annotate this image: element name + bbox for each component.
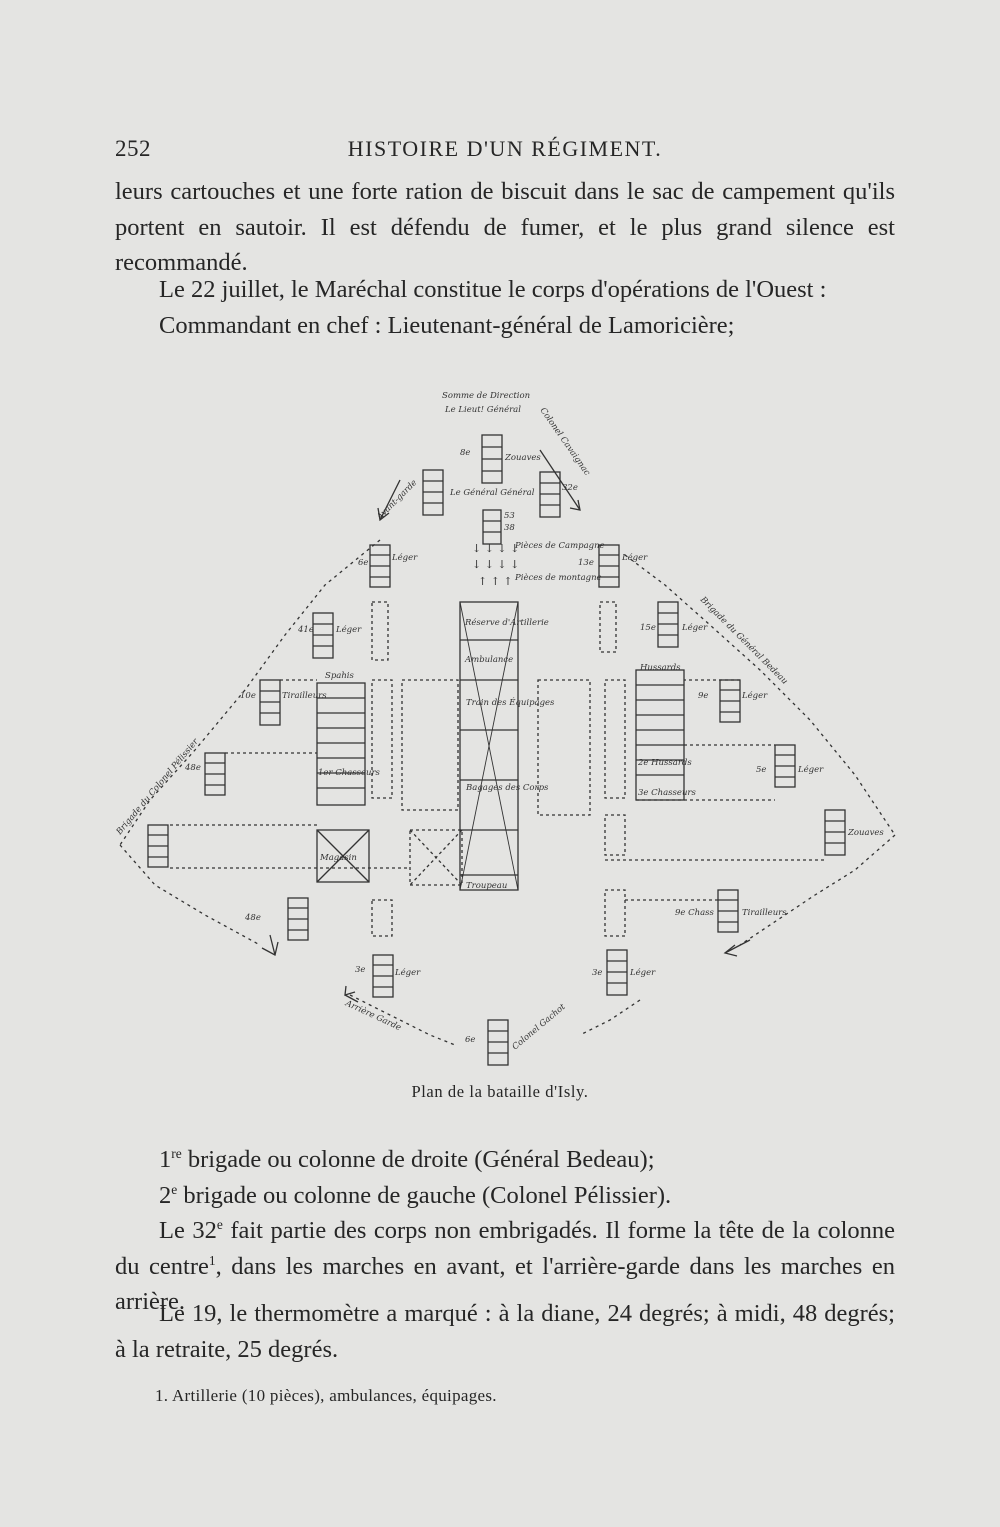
label-pieces: Pièces de Campagne <box>514 540 605 551</box>
label-15e: 15e <box>640 623 656 633</box>
label-leger-5: Léger <box>741 690 768 701</box>
brigade-1-sup: re <box>171 1145 182 1161</box>
label-32e: 32e <box>562 483 578 493</box>
page-number: 252 <box>115 136 151 161</box>
brigade-2-text: brigade ou colonne de gauche (Colonel Pé… <box>177 1181 672 1209</box>
brigade-2-sup: e <box>171 1181 178 1197</box>
paragraph-corps-line2: Commandant en chef : Lieutenant-général … <box>159 311 735 339</box>
center-column <box>459 601 519 891</box>
label-9e: 9e <box>698 691 708 701</box>
label-6e: 6e <box>358 558 368 568</box>
label-general: Le Général Général <box>449 487 535 498</box>
label-gachot: Colonel Gachot <box>511 1002 568 1052</box>
label-avant-garde: Avant-garde <box>374 478 419 523</box>
brigade-1-num: 1 <box>159 1146 172 1173</box>
label-38: 38 <box>504 523 515 533</box>
label-chasseurs-right: 2e Hussards <box>637 758 692 768</box>
regiment-32-text: fait partie des corps non embrigadés. Il… <box>115 1217 895 1280</box>
label-leger-8: Léger <box>629 967 656 978</box>
formation-outline-bottom-left <box>349 994 456 1046</box>
label-leger-3: Léger <box>681 622 708 633</box>
formation-outline-left-upper <box>119 539 381 846</box>
label-leger-7: Léger <box>394 967 421 978</box>
label-bedeau: Brigade du Général Bedeau <box>697 594 790 687</box>
label-leger-2: Léger <box>621 552 648 563</box>
label-tirailleurs-1: Tirailleurs <box>282 691 327 701</box>
label-48e: 48e <box>184 763 201 773</box>
label-5e: 5e <box>756 765 766 775</box>
arrow-arriere <box>344 994 359 1003</box>
label-zouaves-right: Zouaves <box>847 828 884 838</box>
paragraph-top: leurs cartouches et une forte ration de … <box>115 178 895 276</box>
formation-outline-bottom-right <box>579 999 641 1036</box>
formation-outline-right-lower <box>739 834 896 946</box>
brigade-2-num: 2 <box>159 1181 172 1209</box>
label-troisieme-chass: 3e Chasseurs <box>638 788 696 798</box>
paragraph-brigades: 1re brigade ou colonne de droite (Généra… <box>115 1142 895 1320</box>
svg-text:↓ ↓ ↓ ↓: ↓ ↓ ↓ ↓ <box>472 558 519 571</box>
label-41e: 41e <box>297 625 314 635</box>
label-10e: 10e <box>240 691 256 701</box>
label-zouaves: Zouaves <box>504 453 541 463</box>
arrow-bottom-left <box>269 934 276 956</box>
label-leger-6: Léger <box>797 764 824 775</box>
label-leger-1: Léger <box>391 552 418 563</box>
paragraph-corps-line1: Le 22 juillet, le Maréchal constitue le … <box>159 276 827 303</box>
battle-plan-diagram: ↓ ↓ ↓ ↓ ↓ ↓ ↓ ↓ ↑ ↑ ↑ Somme de Direction… <box>113 391 896 1066</box>
label-cavaignac: Colonel Cavaignac <box>538 406 592 478</box>
label-hussards: Hussards <box>639 663 681 673</box>
label-spahis: Spahis <box>325 671 355 681</box>
brigade-line-3: Le 32e fait partie des corps non embriga… <box>115 1213 895 1320</box>
arrow-bottom-right <box>724 939 751 954</box>
label-troupeau: Troupeau <box>466 881 507 891</box>
footnote: 1. Artillerie (10 pièces), ambulances, é… <box>155 1386 497 1405</box>
label-53: 53 <box>504 511 515 521</box>
label-ambulance: Ambulance <box>464 655 513 665</box>
label-6e-bottom: 6e <box>465 1035 475 1045</box>
label-arriere-garde: Arrière Garde <box>343 997 403 1033</box>
formation-outline-left-lower <box>119 844 261 946</box>
brigade-1-text: brigade ou colonne de droite (Général Be… <box>181 1146 655 1173</box>
label-commander: Somme de Direction <box>442 391 530 401</box>
regiment-32-num: Le 32 <box>159 1217 217 1244</box>
arrow-avant-garde <box>379 479 401 521</box>
label-8e: 8e <box>460 448 470 458</box>
page-header: 252 HISTOIRE D'UN RÉGIMENT. <box>115 136 895 166</box>
label-48e-bottom: 48e <box>244 913 261 923</box>
label-bagages: Bagages des Corps <box>465 783 549 793</box>
diagram-caption: Plan de la bataille d'Isly. <box>411 1082 589 1101</box>
label-train: Train des Équipages <box>466 696 555 708</box>
label-13e: 13e <box>578 558 594 568</box>
formation-outline-right-upper <box>624 554 896 836</box>
label-pelissier: Brigade du Colonel Pélissier <box>113 736 201 838</box>
label-leger-4: Léger <box>335 624 362 635</box>
regiment-32-sup: e <box>216 1216 223 1232</box>
label-magasin: Magasin <box>319 853 357 863</box>
label-3e: 3e <box>355 965 365 975</box>
regiment-32-text-end: , dans les marches en avant, et l'arrièr… <box>115 1252 895 1316</box>
footnote-ref: 1 <box>208 1252 216 1268</box>
paragraph-corps: Le 22 juillet, le Maréchal constitue le … <box>115 272 895 343</box>
label-artillerie: Réserve d'Artillerie <box>464 617 549 628</box>
label-3e-right: 3e <box>592 968 602 978</box>
label-chasseurs: 1er Chasseurs <box>318 768 381 778</box>
svg-text:↑ ↑ ↑: ↑ ↑ ↑ <box>478 575 513 588</box>
svg-text:↓ ↓ ↓ ↓: ↓ ↓ ↓ ↓ <box>472 542 519 555</box>
brigade-line-1: 1re brigade ou colonne de droite (Généra… <box>115 1142 895 1178</box>
running-title: HISTOIRE D'UN RÉGIMENT. <box>347 136 663 161</box>
paragraph-thermometer: Le 19, le thermomètre a marqué : à la di… <box>115 1300 895 1363</box>
brigade-line-2: 2e brigade ou colonne de gauche (Colonel… <box>115 1178 895 1214</box>
label-montagne: Pièces de montagne <box>514 572 602 583</box>
label-tirailleurs-2: Tirailleurs <box>742 908 787 918</box>
label-commander2: Le Lieut! Général <box>444 404 521 415</box>
label-9e-chass: 9e Chass <box>675 908 715 918</box>
